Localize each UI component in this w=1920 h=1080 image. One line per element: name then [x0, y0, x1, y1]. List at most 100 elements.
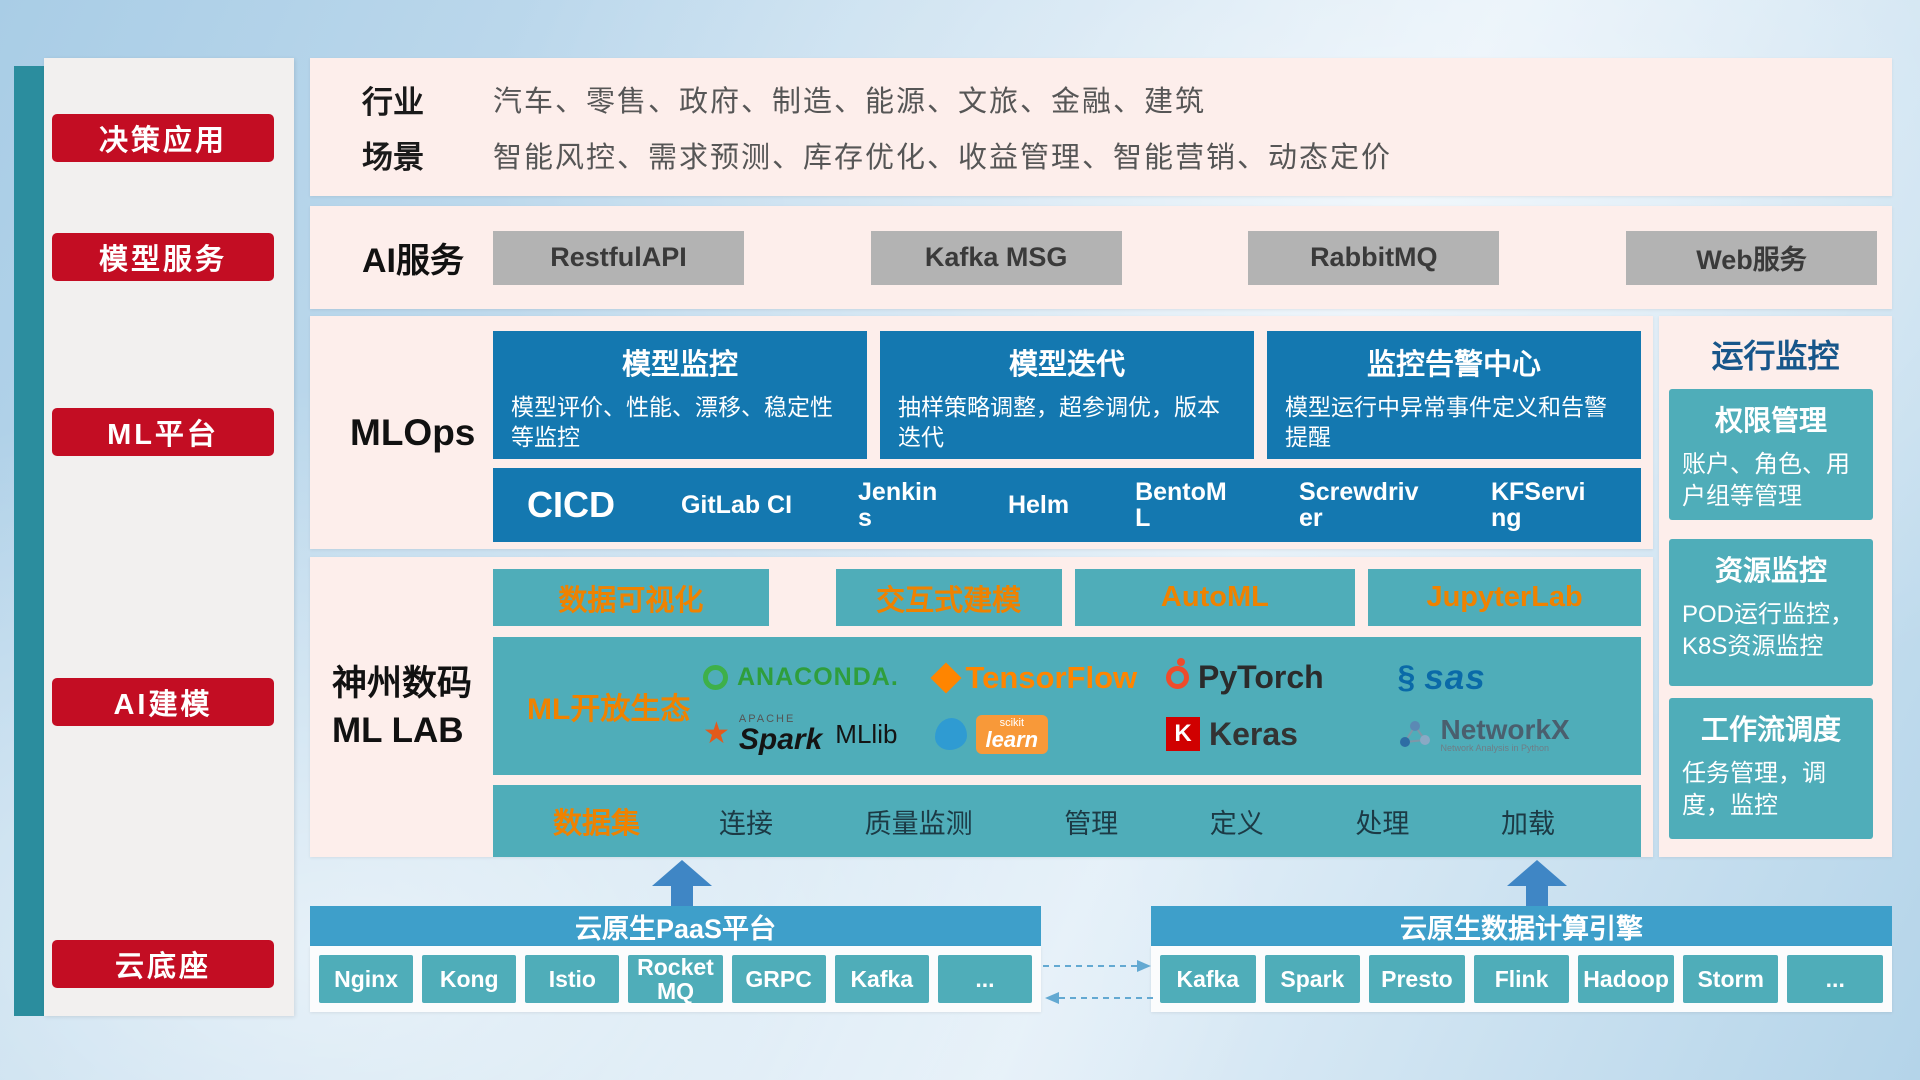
tensorflow-icon — [929, 661, 962, 694]
ai-services-buttons: RestfulAPI Kafka MSG RabbitMQ Web服务 — [493, 230, 1892, 285]
ml-ecosystem-block: ML开放生态 ANACONDA. TensorFlow PyTorch — [493, 637, 1641, 775]
pytorch-label: PyTorch — [1198, 659, 1324, 695]
scikit-label: scikit — [999, 716, 1025, 729]
mlops-panel: MLOps 模型监控 模型评价、性能、漂移、稳定性等监控 模型迭代 抽样策略调整… — [310, 316, 1653, 549]
cicd-bar: CICD GitLab CI Jenkins Helm BentoML Scre… — [493, 468, 1641, 542]
dataset-item-quality: 质量监测 — [864, 808, 973, 839]
layer-label-ml-platform: ML平台 — [52, 408, 274, 456]
industry-label: 行业 — [362, 84, 424, 120]
run-monitoring-panel: 运行监控 权限管理 账户、角色、用户组等管理 资源监控 POD运行监控，K8S资… — [1659, 316, 1892, 857]
scikit-learn-logo: scikit learn — [934, 714, 1167, 754]
mllab-label-line2: ML LAB — [332, 711, 464, 750]
pytorch-icon — [1166, 658, 1189, 689]
industry-row: 行业 汽车、零售、政府、制造、能源、文旅、金融、建筑 — [310, 77, 1892, 122]
spark-mllib-logo: ★ APACHE Spark MLlib — [703, 712, 935, 756]
mllab-panel: 神州数码 ML LAB 数据可视化 交互式建模 AutoML JupyterLa… — [310, 557, 1653, 857]
service-restful-api: RestfulAPI — [493, 230, 744, 285]
networkx-logo: NetworkX Network Analysis in Python — [1398, 713, 1630, 754]
spark-wordmark: APACHE Spark — [738, 712, 823, 756]
dataset-item-define: 定义 — [1209, 808, 1264, 839]
card-desc: 抽样策略调整，超参调优，版本迭代 — [898, 394, 1220, 451]
scenario-label: 场景 — [362, 140, 424, 176]
dataset-item-connect: 连接 — [719, 808, 773, 839]
ai-services-label: AI服务 — [362, 242, 464, 280]
service-web: Web服务 — [1625, 230, 1877, 285]
engine-components-strip: Kafka Spark Presto Flink Hadoop Storm ..… — [1151, 946, 1892, 1012]
networkx-subtitle: Network Analysis in Python — [1440, 742, 1550, 753]
card-desc: 任务管理，调度，监控 — [1682, 760, 1826, 819]
mllab-label: 神州数码 ML LAB — [332, 660, 472, 755]
tensorflow-logo: TensorFlow — [929, 659, 1167, 696]
paas-components-strip: Nginx Kong Istio RocketMQ GRPC Kafka ... — [310, 946, 1041, 1012]
dashed-arrow-icon — [1043, 960, 1153, 1004]
layer-label-ai-modeling: AI建模 — [52, 678, 274, 726]
layer-label-decision-apps: 决策应用 — [52, 114, 274, 162]
component-flink: Flink — [1473, 955, 1570, 1003]
data-engine-bar: 云原生数据计算引擎 — [1151, 906, 1892, 946]
networkx-wordmark: NetworkX Network Analysis in Python — [1440, 713, 1570, 754]
spark-star-icon: ★ — [703, 717, 730, 750]
component-kafka: Kafka — [834, 955, 929, 1003]
card-title: 监控告警中心 — [1366, 349, 1541, 381]
anaconda-label: ANACONDA. — [737, 663, 899, 691]
networkx-label: NetworkX — [1440, 713, 1570, 745]
component-spark: Spark — [1264, 955, 1361, 1003]
tensorflow-label: TensorFlow — [965, 659, 1138, 695]
ai-services-panel: AI服务 RestfulAPI Kafka MSG RabbitMQ Web服务 — [310, 206, 1892, 309]
component-presto: Presto — [1369, 955, 1465, 1003]
spark-apache-label: APACHE — [738, 712, 796, 725]
card-title: 模型迭代 — [1008, 349, 1125, 381]
tool-kfserving: KFServing — [1490, 477, 1586, 532]
keras-logo: K Keras — [1166, 716, 1398, 753]
layer-label-cloud-base: 云底座 — [52, 940, 274, 988]
keras-label: Keras — [1209, 715, 1298, 752]
pytorch-logo: PyTorch — [1166, 658, 1398, 696]
up-arrow-icon — [1507, 860, 1567, 906]
ml-ecosystem-label: ML开放生态 — [527, 693, 691, 726]
scenario-list: 智能风控、需求预测、库存优化、收益管理、智能营销、动态定价 — [493, 141, 1393, 174]
card-title: 模型监控 — [621, 349, 738, 381]
card-title: 工作流调度 — [1700, 714, 1841, 745]
industry-panel: 行业 汽车、零售、政府、制造、能源、文旅、金融、建筑 场景 智能风控、需求预测、… — [310, 58, 1892, 196]
anaconda-logo: ANACONDA. — [703, 663, 935, 692]
card-model-monitoring: 模型监控 模型评价、性能、漂移、稳定性等监控 — [493, 331, 867, 459]
card-workflow-scheduling: 工作流调度 任务管理，调度，监控 — [1669, 698, 1873, 839]
component-kafka: Kafka — [1160, 955, 1256, 1003]
dataset-item-manage: 管理 — [1064, 808, 1119, 839]
tool-gitlab-ci: GitLab CI — [680, 490, 793, 519]
learn-label: learn — [985, 726, 1039, 752]
mllab-label-line1: 神州数码 — [332, 663, 473, 703]
anaconda-icon — [703, 665, 728, 690]
tool-bentoml: BentoML — [1135, 477, 1227, 532]
dataset-row: 数据集 连接 质量监测 管理 定义 处理 加载 — [493, 785, 1641, 857]
component-storm: Storm — [1682, 955, 1779, 1003]
dataset-items: 连接 质量监测 管理 定义 处理 加载 — [719, 802, 1555, 841]
cicd-label: CICD — [527, 484, 615, 525]
mlops-cards: 模型监控 模型评价、性能、漂移、稳定性等监控 模型迭代 抽样策略调整，超参调优，… — [493, 331, 1641, 459]
scenario-row: 场景 智能风控、需求预测、库存优化、收益管理、智能营销、动态定价 — [310, 132, 1892, 177]
networkx-icon — [1399, 720, 1430, 747]
spark-label: Spark — [738, 722, 823, 756]
dataset-label: 数据集 — [553, 808, 641, 840]
card-desc: 模型运行中异常事件定义和告警提醒 — [1285, 394, 1607, 451]
mllab-feature-buttons: 数据可视化 交互式建模 AutoML JupyterLab — [493, 569, 1641, 626]
component-kong: Kong — [422, 955, 517, 1003]
feature-jupyterlab: JupyterLab — [1368, 569, 1641, 626]
mllib-label: MLlib — [835, 718, 898, 749]
scikit-learn-badge: scikit learn — [975, 714, 1049, 754]
card-model-iteration: 模型迭代 抽样策略调整，超参调优，版本迭代 — [880, 331, 1254, 459]
scikit-learn-blob-icon — [934, 718, 967, 750]
card-title: 权限管理 — [1714, 405, 1827, 436]
run-monitoring-title: 运行监控 — [1711, 338, 1840, 374]
card-resource-monitoring: 资源监控 POD运行监控，K8S资源监控 — [1669, 539, 1873, 686]
layer-label-model-services: 模型服务 — [52, 233, 274, 281]
sas-label: sas — [1424, 657, 1486, 697]
up-arrow-icon — [652, 860, 712, 906]
card-desc: 模型评价、性能、漂移、稳定性等监控 — [511, 394, 833, 451]
feature-automl: AutoML — [1074, 569, 1356, 626]
card-permission-management: 权限管理 账户、角色、用户组等管理 — [1669, 389, 1873, 520]
industry-list: 汽车、零售、政府、制造、能源、文旅、金融、建筑 — [493, 86, 1207, 119]
layer-sidebar: 决策应用 模型服务 ML平台 AI建模 云底座 — [44, 58, 294, 1016]
tool-screwdriver: Screwdriver — [1299, 477, 1419, 532]
